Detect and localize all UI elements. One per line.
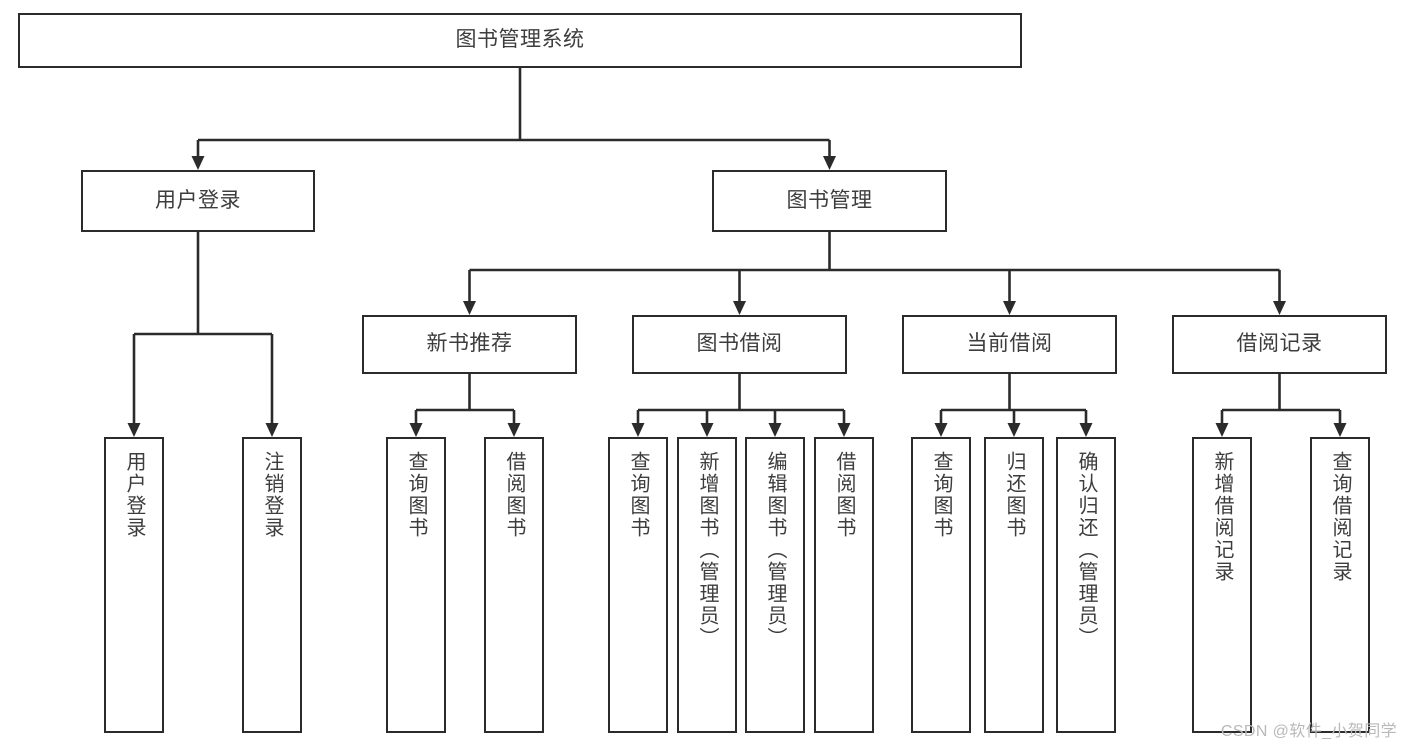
connector-arrowhead	[507, 423, 521, 437]
node-label: 图书管理	[786, 188, 873, 212]
node-label: 查询图书	[627, 451, 649, 539]
node-label: 新增借阅记录	[1211, 451, 1233, 583]
node-label: 查询图书	[930, 451, 952, 539]
node-label: 注销登录	[261, 451, 283, 539]
node-borrow[interactable]: 图书借阅	[632, 315, 847, 374]
connector-arrowhead	[409, 423, 423, 437]
connector-arrowhead	[1003, 301, 1016, 315]
node-leaf-cu-ret[interactable]: 归还图书	[984, 437, 1044, 733]
connector-arrowhead	[191, 156, 205, 170]
node-leaf-nb-q[interactable]: 查询图书	[386, 437, 446, 733]
node-label: 用户登录	[155, 188, 241, 212]
connector-arrowhead	[700, 423, 714, 437]
node-label: 借阅图书	[833, 451, 855, 539]
node-leaf-re-q[interactable]: 查询借阅记录	[1310, 437, 1370, 733]
node-label: 确认归还（管理员）	[1075, 451, 1097, 649]
node-leaf-bo-q[interactable]: 查询图书	[608, 437, 668, 733]
connector-arrowhead	[934, 423, 948, 437]
node-label: 查询借阅记录	[1329, 451, 1351, 583]
connector-arrowhead	[631, 423, 645, 437]
node-label: 借阅记录	[1236, 332, 1323, 356]
node-leaf-cu-q[interactable]: 查询图书	[911, 437, 971, 733]
node-label: 查询图书	[405, 451, 427, 539]
connector-arrowhead	[768, 423, 782, 437]
node-root[interactable]: 图书管理系统	[18, 13, 1022, 68]
node-leaf-bo-b[interactable]: 借阅图书	[814, 437, 874, 733]
node-label: 借阅图书	[503, 451, 525, 539]
connector-arrowhead	[127, 423, 141, 437]
connector-arrowhead	[1273, 301, 1286, 315]
node-label: 新增图书（管理员）	[696, 451, 718, 649]
connector-arrowhead	[1333, 423, 1347, 437]
node-leaf-cu-conf[interactable]: 确认归还（管理员）	[1056, 437, 1116, 733]
node-leaf-nb-b[interactable]: 借阅图书	[484, 437, 544, 733]
connector-arrowhead	[265, 423, 279, 437]
node-leaf-re-add[interactable]: 新增借阅记录	[1192, 437, 1252, 733]
node-label: 图书借阅	[696, 332, 783, 356]
watermark: CSDN @软件_小贺同学	[1220, 723, 1397, 740]
node-newbook[interactable]: 新书推荐	[362, 315, 577, 374]
node-label: 图书管理系统	[455, 28, 585, 52]
node-label: 当前借阅	[966, 332, 1053, 356]
connector-arrowhead	[1215, 423, 1229, 437]
node-record[interactable]: 借阅记录	[1172, 315, 1387, 374]
connector-arrowhead	[463, 301, 476, 315]
node-leaf-login[interactable]: 用户登录	[104, 437, 164, 733]
node-label: 用户登录	[123, 451, 145, 539]
node-bookmgmt[interactable]: 图书管理	[712, 170, 947, 232]
node-leaf-bo-edit[interactable]: 编辑图书（管理员）	[745, 437, 805, 733]
connector-arrowhead	[837, 423, 851, 437]
node-label: 新书推荐	[426, 332, 513, 356]
node-label: 归还图书	[1003, 451, 1025, 539]
node-login[interactable]: 用户登录	[81, 170, 315, 232]
node-leaf-logout[interactable]: 注销登录	[242, 437, 302, 733]
node-label: 编辑图书（管理员）	[764, 451, 786, 649]
node-leaf-bo-add[interactable]: 新增图书（管理员）	[677, 437, 737, 733]
connector-arrowhead	[1079, 423, 1093, 437]
node-current[interactable]: 当前借阅	[902, 315, 1117, 374]
connector-arrowhead	[1007, 423, 1021, 437]
connector-arrowhead	[733, 301, 746, 315]
connector-arrowhead	[823, 156, 836, 170]
